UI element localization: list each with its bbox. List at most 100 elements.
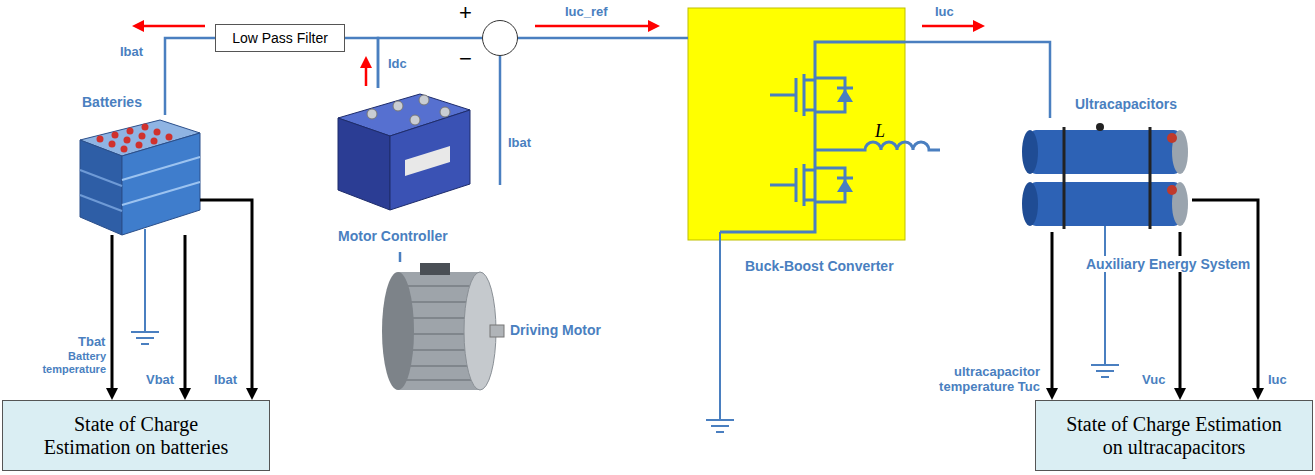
sensor-arrow [200,200,252,394]
part-name: Auxiliary Energy System [1083,256,1253,272]
sensor-arrow [111,235,114,394]
buck-boost-converter-symbol [770,168,796,202]
current-arrow [365,62,368,86]
battery-picture [112,132,119,139]
ultracapacitor-picture [1030,130,1180,174]
ground-symbol [1091,364,1119,366]
driving-motor-picture [490,325,504,337]
driving-motor-picture [382,272,414,390]
motor-controller-picture [338,94,470,210]
sign-label: + [459,1,472,25]
buck-boost-converter-symbol [720,42,940,232]
signal-label: Tbat [78,334,105,349]
part-name: Ultracapacitors [1075,96,1177,112]
battery-picture [142,124,149,131]
ground-symbol [144,229,146,332]
current-arrow [922,25,979,28]
sensor-arrow [184,235,187,394]
buck-boost-converter-symbol [837,89,853,102]
buck-boost-converter-symbol [815,142,940,150]
signal-label: Vbat [146,372,174,387]
battery-picture [139,133,146,140]
ultracapacitor-pack: UltracapacitorsAuxiliary Energy System [1020,118,1192,232]
driving-motor-picture [420,263,450,275]
buck-boost-converter-symbol [770,78,796,112]
buck-boost-converter-symbol [837,179,853,192]
driving-motor-picture [400,365,478,367]
inductor-label: L [875,122,885,140]
ground-symbol [1091,226,1119,377]
signal-label: Idc [388,56,407,71]
buck-boost-converter-symbol [804,74,815,116]
buck-boost-converter-symbol [837,88,853,178]
part-name: Motor Controller [338,228,448,244]
signal-wire [378,38,482,88]
buck-boost-converter-symbol [815,168,845,202]
ultracapacitor-picture [1022,123,1188,229]
estimator-box: State of Charge Estimation on batteries [2,400,270,471]
driving-motor-picture [400,379,478,381]
motor-controller-picture [338,118,390,210]
battery-picture [80,195,122,211]
summing-junction: +− [482,20,518,56]
buck-boost-converter-symbol [720,42,905,232]
signal-label: Battery temperature [28,350,106,376]
part-name: Driving Motor [510,322,601,338]
buck-boost-converter-symbol [804,164,815,206]
motor-controller-picture [393,101,403,111]
battery-picture [122,133,200,235]
box-title: State of Charge Estimation on batteries [33,413,239,459]
battery-picture [122,182,200,205]
battery-picture [121,146,128,153]
ground-symbol [1104,226,1106,365]
signal-wire [165,38,215,115]
motor-controller-picture [440,107,450,117]
ground-symbol [131,229,159,344]
signal-wire [399,252,402,262]
signal-label: Ibat [214,372,237,387]
signal-wire [518,37,688,40]
battery-picture [97,136,104,143]
battery-picture [109,141,116,148]
signal-label: Iuc [935,4,954,19]
battery-picture [151,138,158,145]
ground-symbol [706,419,734,421]
motor-controller: Motor Controller [330,88,472,252]
ultracapacitor-picture [1167,133,1177,143]
current-arrow [535,25,654,28]
ultracapacitor-picture [1149,127,1152,229]
ultracapacitor-picture [1022,182,1038,226]
ground-symbol [706,232,734,432]
motor-controller-picture [367,109,377,119]
buck-boost-converter-symbol [688,8,905,240]
part-name: Batteries [82,94,142,110]
battery-picture [124,137,131,144]
estimator-box: State of Charge Estimation on ultracapac… [1035,400,1313,471]
battery-picture [80,140,122,235]
ground-symbol [1101,376,1109,378]
motor-controller-picture [405,146,450,176]
signal-label: Vuc [1142,372,1165,387]
signal-label: Iuc [1268,372,1287,387]
ground-symbol [141,343,149,345]
battery-picture [127,128,134,135]
signal-label: Ibat [508,135,531,150]
battery-picture [122,157,200,180]
ground-symbol [719,232,721,420]
ground-symbol [1096,370,1114,372]
signal-wire [499,56,502,185]
current-arrow [138,25,205,28]
signal-label: Iuc_ref [565,4,608,19]
battery-picture [154,129,161,136]
ultracapacitor-picture [1096,123,1104,131]
ultracapacitor-picture [1030,182,1180,226]
battery-picture [136,142,143,149]
buck-boost-converter-symbol [688,8,940,240]
box-title: State of Charge Estimation on ultracapac… [1060,413,1288,459]
battery-picture [166,134,173,141]
driving-motor-picture [382,263,504,390]
driving-motor-picture [400,285,478,287]
converter-box: LBuck-Boost Converter [688,8,905,240]
motor-controller-picture [390,110,470,210]
motor-controller-picture [419,95,429,105]
